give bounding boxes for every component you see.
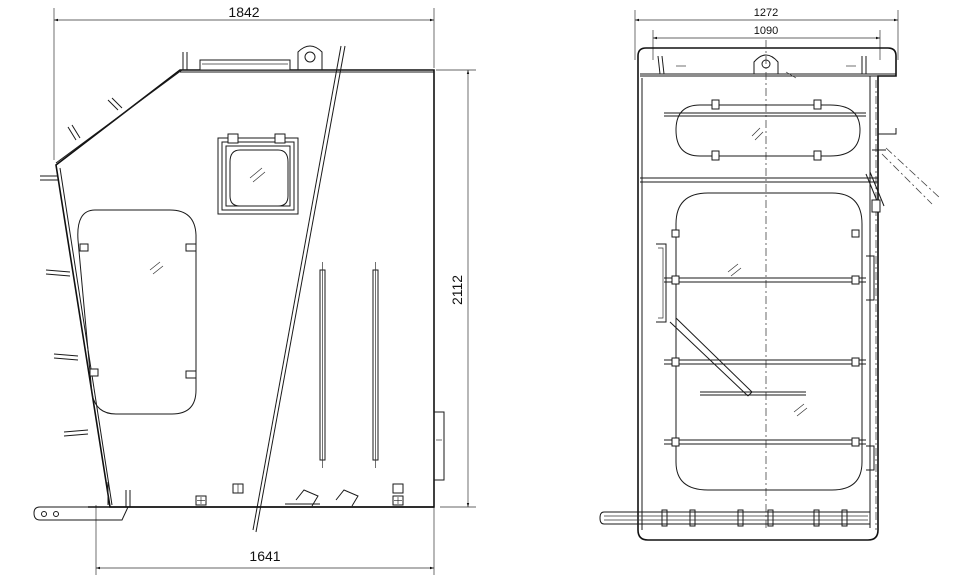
side-view: 1842 2112 1641 (33, 4, 476, 575)
dim-height-label: 2112 (449, 275, 465, 305)
large-door-window (664, 192, 866, 491)
dim-inner-width: 1090 (652, 25, 881, 60)
side-handles (40, 97, 123, 437)
bottom-step (599, 509, 871, 527)
roof-hatch (199, 59, 291, 71)
side-window (77, 209, 197, 415)
diagonal-brace (669, 317, 753, 397)
dim-top-width: 1842 (53, 4, 435, 160)
left-grab-handle (656, 243, 667, 323)
upper-oval-window (664, 99, 866, 161)
dim-height: 2112 (436, 69, 476, 508)
tow-bracket (33, 506, 129, 521)
dim-outer-width-label: 1272 (754, 7, 778, 19)
dim-bottom-width: 1641 (95, 505, 435, 575)
square-window (217, 133, 299, 215)
lifting-eye-side (297, 45, 323, 70)
front-frame (637, 47, 897, 541)
right-bracket (433, 411, 445, 481)
front-view: 1272 1090 (599, 7, 941, 541)
slant-line (255, 45, 346, 533)
right-hinge (865, 128, 941, 471)
vertical-rails (319, 262, 379, 468)
side-body-outline (55, 69, 435, 508)
dim-inner-width-label: 1090 (754, 25, 778, 37)
dim-outer-width: 1272 (634, 7, 899, 60)
dim-top-width-label: 1842 (228, 4, 259, 20)
dim-bottom-width-label: 1641 (249, 548, 280, 564)
bottom-fixtures (107, 482, 404, 507)
